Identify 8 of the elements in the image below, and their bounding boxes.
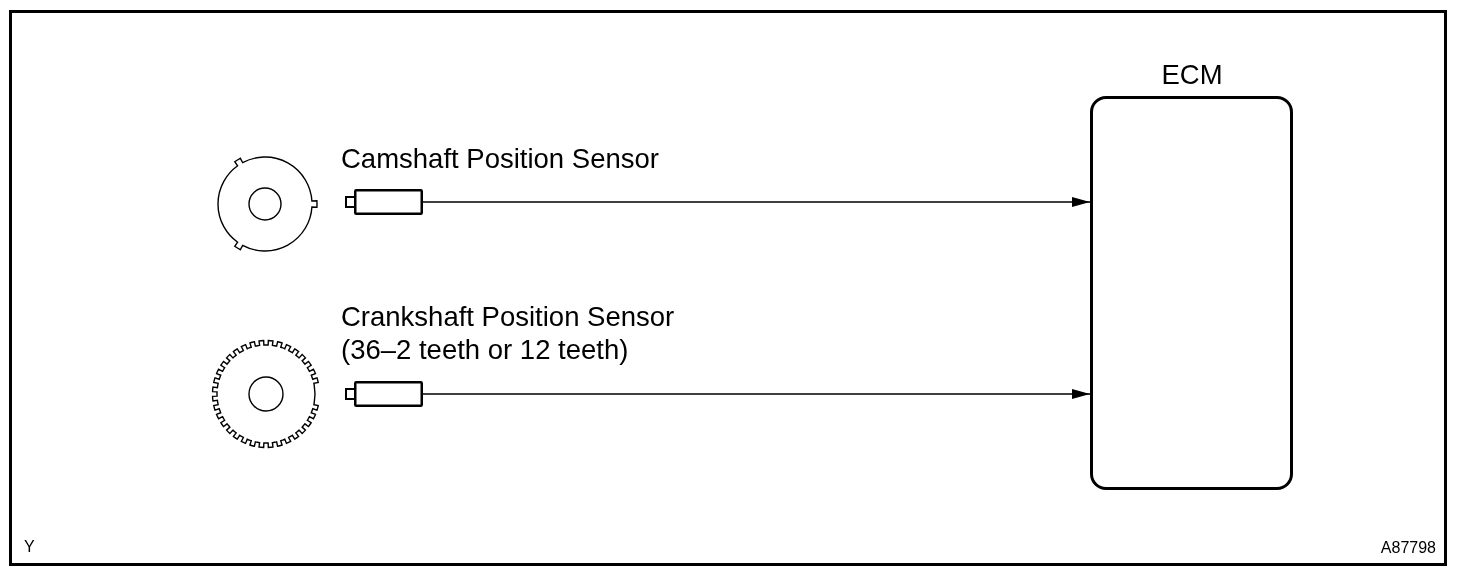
arrow — [422, 389, 1091, 399]
sensor-name: Camshaft Position Sensor — [341, 142, 659, 175]
corner-code: Y — [24, 537, 35, 556]
arrow — [422, 197, 1091, 207]
module-name: ECM — [1160, 58, 1224, 91]
tooth-count-note: (36–2 teeth or 12 teeth) — [341, 333, 630, 366]
sensor-name: Crankshaft Position Sensor — [341, 300, 675, 333]
figure-number: A87798 — [1380, 538, 1436, 557]
